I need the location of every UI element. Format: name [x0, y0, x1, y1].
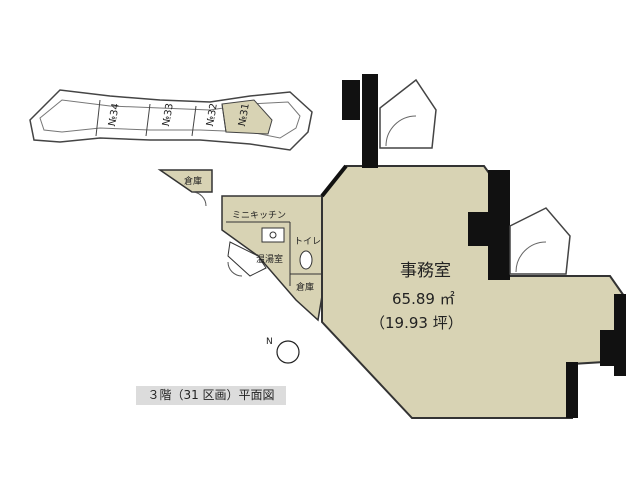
door-swing-icon — [191, 191, 207, 207]
key-plan-unit-34: №34 — [107, 102, 122, 127]
key-plan-divider — [221, 103, 227, 133]
wall-column — [488, 170, 510, 280]
balcony-bay — [509, 207, 571, 275]
toilet-icon — [299, 250, 313, 270]
mini-kitchen-label: ミニキッチン — [232, 210, 286, 221]
north-arrow-icon — [280, 342, 296, 362]
north-arrow: N — [266, 337, 300, 364]
office-label: 事務室 — [400, 261, 451, 281]
toilet-label: トイレ — [294, 237, 321, 247]
wall-column — [468, 212, 490, 246]
key-plan-unit-31: №31 — [237, 102, 252, 127]
key-plan: №34 №33 №32 №31 — [29, 89, 313, 151]
water-heater-floor — [227, 241, 267, 277]
water-heater-room: 温湯室 — [227, 241, 283, 277]
wall-column — [566, 362, 578, 418]
key-plan-divider — [191, 105, 197, 137]
sink-icon — [261, 227, 285, 243]
key-plan-divider — [145, 103, 151, 137]
window-swing-icon — [385, 115, 417, 147]
door-swing-icon — [227, 261, 243, 277]
storage-top-room: 倉庫 — [157, 169, 213, 207]
floor-caption: ３階（31 区画）平面図 — [136, 386, 286, 405]
key-plan-unit-33: №33 — [161, 102, 176, 127]
storage-top-label: 倉庫 — [184, 175, 202, 187]
office-area-m2: 65.89 ㎡ — [392, 290, 455, 308]
key-plan-divider — [95, 99, 101, 137]
faucet-icon — [269, 231, 277, 239]
service-core: ミニキッチン トイレ 倉庫 — [221, 195, 339, 322]
balcony-bay — [379, 78, 437, 149]
office-floor — [321, 165, 625, 419]
wall-segment — [320, 164, 348, 198]
wall-column — [614, 294, 626, 376]
office-area-tsubo: （19.93 坪） — [370, 314, 463, 332]
office-room: 事務室 65.89 ㎡ （19.93 坪） — [320, 74, 626, 419]
water-heater-label: 温湯室 — [256, 253, 283, 265]
compass-label: N — [266, 337, 273, 347]
storage-top-floor — [157, 169, 213, 193]
key-plan-inner — [39, 99, 301, 139]
storage-bottom-label: 倉庫 — [296, 281, 314, 293]
key-plan-unit-32: №32 — [205, 102, 220, 127]
window-swing-icon — [515, 241, 547, 273]
wall-column — [342, 80, 360, 120]
wall-column — [362, 74, 378, 168]
